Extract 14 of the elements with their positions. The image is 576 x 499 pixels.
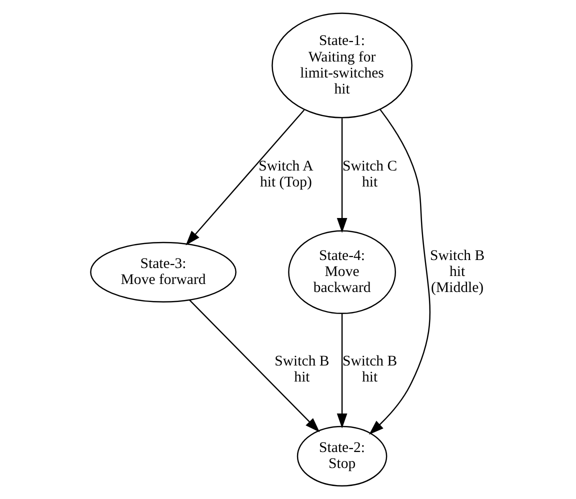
edge-label: Switch A hit (Top) [258,158,314,190]
edge-label: Switch B hit [342,354,398,386]
edge-label: Switch C hit [342,158,398,190]
node-ellipse: State-1: Waiting for limit-switches hit [272,12,412,118]
edge-label: Switch B hit [274,354,330,386]
node-ellipse: State-3: Move forward [90,242,236,302]
node-ellipse: State-4: Move backward [288,230,396,314]
arrow [336,313,348,428]
arrow [189,300,320,432]
node-ellipse: State-2: Stop [296,426,388,486]
arrow [186,110,305,246]
edge-label: Switch B hit (Middle) [430,248,485,296]
arrow [336,118,348,233]
arrow [368,109,431,435]
